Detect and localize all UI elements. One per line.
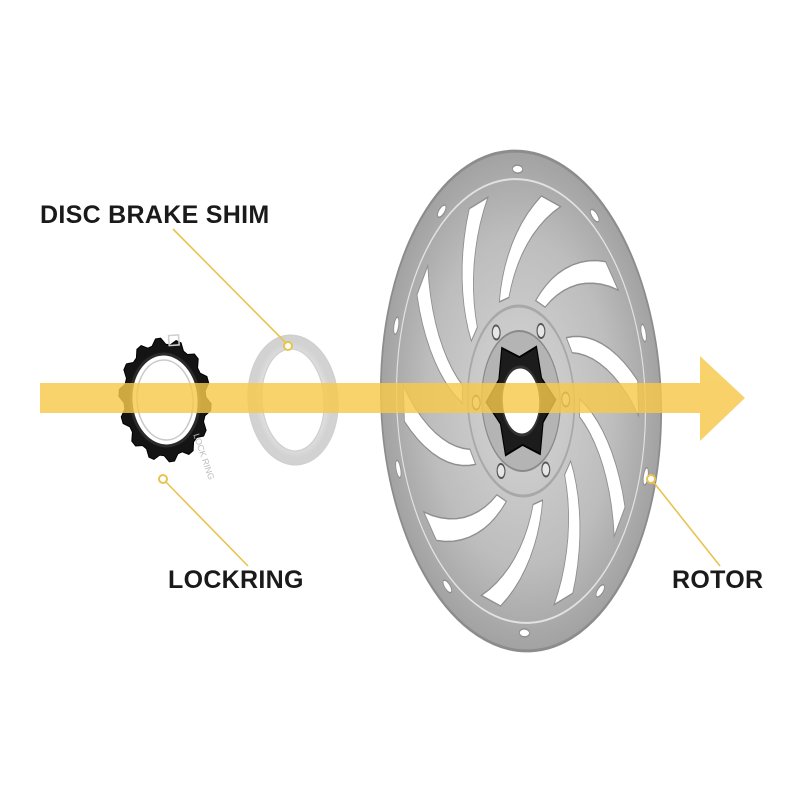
rotor-edge-slot: [589, 208, 600, 223]
rotor-cutout: [498, 195, 562, 303]
rotor-edge-slot: [595, 583, 605, 598]
assembly-direction-arrow: [40, 356, 745, 441]
rotor-edge-slot: [442, 579, 453, 594]
rotor-cutout: [480, 499, 544, 607]
lockring-callout-dot: [158, 474, 168, 484]
rotor-bolt: [491, 324, 501, 341]
rotor-cutout: [579, 397, 626, 539]
rotor-cutout: [422, 493, 508, 543]
rotor-edge-slot: [640, 323, 647, 343]
rotor-edge-slot: [518, 628, 530, 638]
lockring-callout-line: [162, 478, 249, 567]
rotor-bolt: [536, 322, 546, 339]
rotor-bolt: [541, 461, 551, 478]
disc-brake-shim-label: DISC BRAKE SHIM: [40, 201, 270, 229]
rotor-cutout: [461, 195, 489, 343]
rotor-bolt: [496, 463, 506, 480]
rotor-label: ROTOR: [672, 566, 764, 594]
rotor-callout-line: [650, 478, 721, 567]
rotor-edge-slot: [437, 204, 447, 219]
rotor-cutout: [553, 459, 581, 607]
lockring-label: LOCKRING: [168, 566, 304, 594]
rotor-edge-slot: [395, 459, 402, 479]
rotor-cutout: [416, 263, 463, 405]
rotor-edge-slot: [512, 164, 524, 174]
rotor-cutout: [565, 335, 640, 419]
rotor-edge-slot: [393, 316, 400, 336]
lockring-engraving: LOCK RING: [191, 432, 216, 481]
rotor-callout-dot: [646, 474, 656, 484]
rotor-cutout: [534, 259, 620, 309]
shim-callout-dot: [283, 341, 293, 351]
shim-callout-line: [172, 228, 289, 346]
